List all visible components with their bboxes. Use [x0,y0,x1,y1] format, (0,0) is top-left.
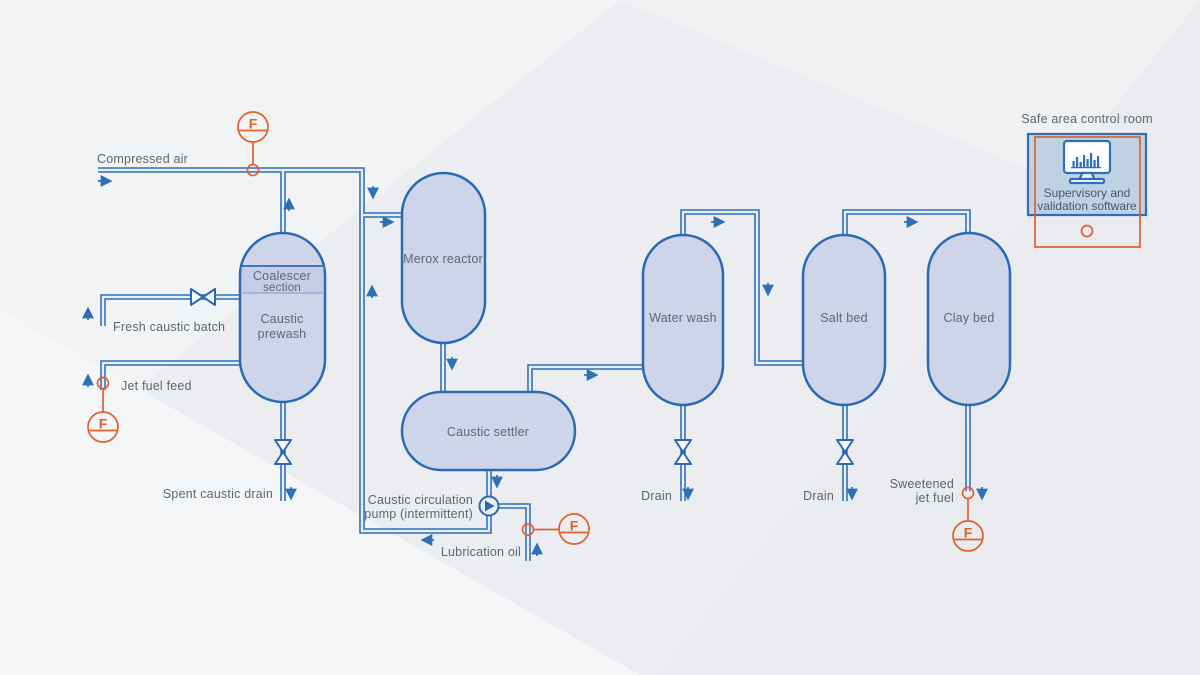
bar [1072,161,1075,167]
clay-bed-label: Clay bed [944,311,995,325]
caustic-settler-vessel [400,390,577,472]
vessels [238,171,1012,472]
lubrication-oil-label: Lubrication oil [441,545,521,559]
bar [1083,155,1086,167]
flow-meter-icon [558,513,590,545]
water-wash-vessel [641,233,725,407]
monitor-icon [1062,139,1112,185]
bar [1097,156,1100,167]
sweetened-jet-fuel-label: Sweetened [890,477,954,491]
spent-caustic-drain-label: Spent caustic drain [163,487,273,501]
salt-bed-drain-label: Drain [803,489,834,503]
flow-instrument-sweetened-jet-fuel: F [952,486,984,552]
fresh-caustic-batch-label: Fresh caustic batch [113,320,225,334]
bar [1079,162,1082,167]
equipment-labels: Coalescer section Caustic prewash Merox … [253,252,995,521]
merox-reactor-vessel [400,171,487,345]
control-room: Safe area control room Supervisory and v… [1021,112,1153,248]
bar [1086,159,1089,167]
caustic-settler-label: Caustic settler [447,425,529,439]
circulation-pump-label: Caustic circulation [368,493,473,507]
flow-meter-icon [952,520,984,552]
clay-bed-vessel [926,231,1012,407]
flow-meter-letter: F [964,525,973,541]
flow-instrument-compressed-air: F [237,111,269,177]
pump-impeller-icon [485,500,495,512]
flow-instrument-jet-fuel-feed: F [87,376,119,443]
flow-meter-icon [237,111,269,143]
water-wash-label: Water wash [649,311,717,325]
coalescer-section-band [241,267,324,292]
jet-fuel-feed-label: Jet fuel feed [121,379,192,393]
software-label2: validation software [1037,199,1137,213]
flow-arrows [82,175,988,556]
stream-labels: Compressed air Fresh caustic batch Jet f… [97,152,954,559]
background-facet [0,310,640,675]
bar-chart-icon [1071,153,1101,169]
bar [1093,160,1096,167]
water-wash-drain-valve [674,439,692,465]
circulation-pump-label2: pump (intermittent) [364,507,473,521]
bar [1076,157,1079,167]
salt-bed-drain-valve [836,439,854,465]
salt-bed-vessel [801,233,887,407]
software-label: Supervisory and [1044,186,1131,200]
water-wash-drain-label: Drain [641,489,672,503]
safe-area-boundary [1034,136,1141,248]
flow-instrument-lubrication-oil: F [521,513,590,545]
control-room-title: Safe area control room [1021,112,1153,126]
caustic-prewash-label2: prewash [258,327,307,341]
flow-meter-letter: F [570,518,579,534]
salt-bed-label: Salt bed [820,311,867,325]
coalescer-section-label: Coalescer [253,269,311,283]
caustic-prewash-label: Caustic [260,312,303,326]
flow-meter-letter: F [249,116,258,132]
flow-meter-icon [87,411,119,443]
control-room-node-icon [1080,224,1094,238]
coalescer-section-label2: section [263,282,301,294]
sweetened-jet-fuel-label2: jet fuel [915,491,954,505]
bar [1090,153,1093,167]
flow-instruments: F F F F [87,111,984,552]
fresh-caustic-valve [190,288,216,306]
inline-equipment [190,288,854,517]
spent-caustic-valve [274,439,292,465]
flow-meter-letter: F [99,416,108,432]
merox-reactor-label: Merox reactor [403,252,483,266]
compressed-air-label: Compressed air [97,152,188,166]
monitor-base-icon [1068,177,1106,185]
